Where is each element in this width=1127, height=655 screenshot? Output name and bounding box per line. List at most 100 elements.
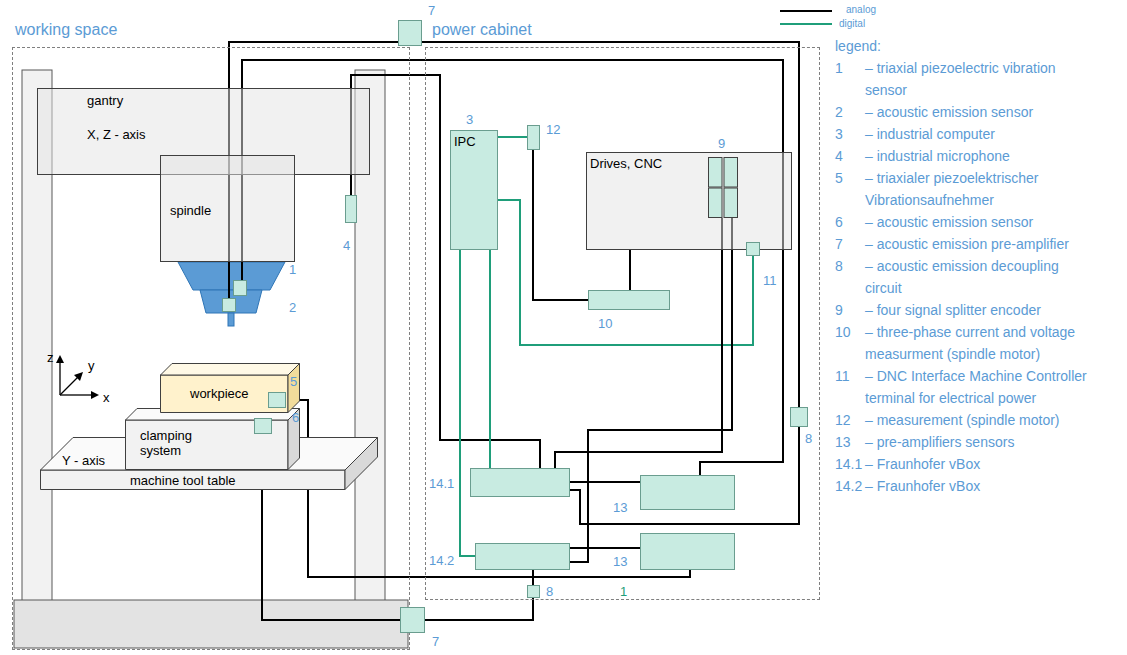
legend-row: 10– three-phase current and voltage meas… [835,321,1120,365]
legend-description: – pre-amplifiers sensors [865,431,1093,453]
cable-connector [533,150,588,300]
block-face [161,364,300,376]
acoustic-sensor: 2 [222,298,236,312]
legend-line-sample [780,23,832,25]
legend-list: legend:1– triaxial piezoelectric vibrati… [835,35,1120,497]
cable-connector [570,218,732,562]
axis-label: x [103,390,110,405]
legend-text: analog [846,4,876,16]
callout-number: 8 [546,584,553,599]
callout-number: 14.2 [429,553,454,568]
legend-row: 9– four signal splitter encoder [835,299,1120,321]
cable-connector [351,75,540,468]
legend-line-sample [780,10,832,12]
axis-arrow [60,394,92,395]
block-face [288,409,300,470]
legend-description: – acoustic emission sensor [865,211,1093,233]
callout-number: 14.1 [429,476,454,491]
legend-number: 1 [835,57,865,101]
callout-number: 12 [546,122,560,137]
legend-number: 10 [835,321,865,365]
legend-number: 7 [835,233,865,255]
legend-number: 8 [835,255,865,299]
legend-description: – triaxialer piezoelektrischer Vibration… [865,167,1093,211]
legend-number: 6 [835,211,865,233]
axis-arrowhead [56,355,64,363]
node-label: gantry [87,93,123,108]
legend-row: 4– industrial microphone [835,145,1120,167]
legend-row: 13– pre-amplifiers sensors [835,431,1120,453]
callout-number: 13 [613,500,627,515]
block-face [345,438,378,490]
legend-description: – Fraunhofer vBox [865,453,1093,475]
computer-box: 3IPC [450,130,498,250]
callout-number: 10 [598,316,612,331]
legend-row: 6– acoustic emission sensor [835,211,1120,233]
legend-description: – acoustic emission decoupling circuit [865,255,1093,299]
cable-connector [532,570,534,585]
region-title: working space [15,21,117,39]
power-measurement: 10 [588,290,670,310]
cable-connector [489,250,491,468]
legend-row: legend: [835,35,1120,57]
node-label: IPC [454,134,476,149]
legend-row: 8– acoustic emission decoupling circuit [835,255,1120,299]
node-label: X, Z - axis [87,127,146,142]
legend-number: 3 [835,123,865,145]
cable-connector [570,427,799,524]
legend-description: – four signal splitter encoder [865,299,1093,321]
legend-text: digital [839,18,865,30]
legend-description: – DNC Interface Machine Controller termi… [865,365,1093,409]
legend-description: – acoustic emission sensor [865,101,1093,123]
legend-number: 9 [835,299,865,321]
legend-row: 14.2– Fraunhofer vBox [835,475,1120,497]
vbox-module: 14.1 [470,468,570,497]
callout-number: 13 [613,554,627,569]
callout-number: 4 [343,238,350,253]
vbox-module: 14.2 [475,543,570,570]
callout-number: 1 [620,584,627,599]
node-label: Drives, CNC [590,156,662,171]
node-label: spindle [170,203,211,218]
cable-connector [286,400,690,577]
tool-holder [200,290,262,313]
acoustic-sensor: 6 [254,418,272,434]
tool [228,313,234,326]
cable-connector [425,598,533,620]
decoupling-circuit: 8 [527,585,540,598]
legend-number: 5 [835,167,865,211]
dnc-terminal: 11 [746,242,760,256]
legend-number: 11 [835,365,865,409]
callout-number: 3 [466,112,473,127]
callout-number: 1 [289,262,296,277]
legend-row: 11– DNC Interface Machine Controller ter… [835,365,1120,409]
callout-number: 8 [805,431,812,446]
block-face [288,364,300,413]
axis-arrowhead [91,391,99,399]
region-outline: power cabinet3IPC12Drives, CNC9111014.11… [425,47,820,600]
axis-label: z [47,350,54,365]
preamplifier-module: 13 [640,533,735,570]
axis-label: y [88,358,95,373]
node-label: clamping system [140,428,210,458]
callout-number: 9 [718,136,725,151]
splitter-channel [709,188,723,218]
cable-connector [570,547,640,549]
machine-base [14,600,408,648]
cable-connector [629,250,631,290]
legend-number: 14.2 [835,475,865,497]
cable-connector [422,42,799,407]
tool-holder [178,262,285,290]
signal-splitter: 9 [708,157,738,218]
cable-connector [570,481,640,483]
callout-number: 6 [292,410,299,425]
region-title: power cabinet [432,21,532,39]
callout-number: 11 [763,273,777,288]
cable-connector [498,136,527,138]
legend-description: – industrial microphone [865,145,1093,167]
legend-number: 2 [835,101,865,123]
callout-number: 7 [432,634,439,649]
legend-description: – three-phase current and voltage measur… [865,321,1093,365]
